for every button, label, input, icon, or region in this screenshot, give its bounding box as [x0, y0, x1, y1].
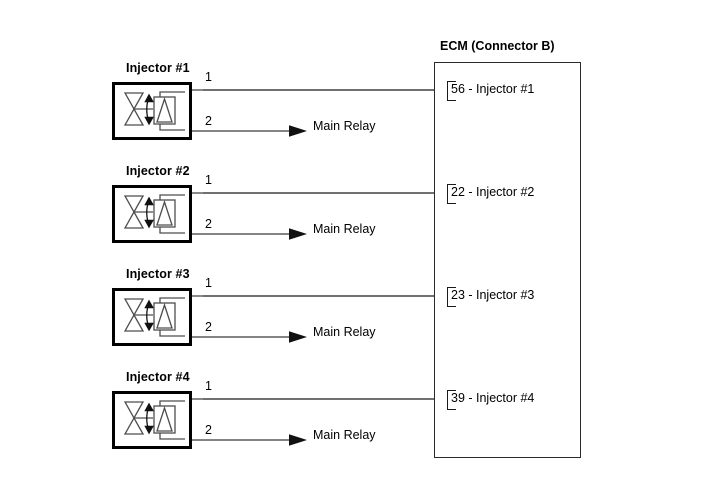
pin-bracket-icon [447, 287, 456, 307]
injector-3-relay-label: Main Relay [313, 325, 376, 339]
injector-title-4: Injector #4 [126, 370, 190, 384]
injector-4-relay-label: Main Relay [313, 428, 376, 442]
pin-bracket-icon [447, 184, 456, 204]
injector-title-1: Injector #1 [126, 61, 190, 75]
injector-2-relay-label: Main Relay [313, 222, 376, 236]
ecm-pin-23-label: 23 - Injector #3 [451, 288, 535, 302]
injector-3-pin1-label: 1 [205, 276, 212, 290]
injector-symbol-2 [123, 194, 185, 234]
ecm-pin-56-label: 56 - Injector #1 [451, 82, 535, 96]
ecm-connector-box [434, 62, 581, 458]
ecm-pin-39-label: 39 - Injector #4 [451, 391, 535, 405]
injector-symbol-1 [123, 91, 185, 131]
injector-title-3: Injector #3 [126, 267, 190, 281]
injector-3-wires [192, 295, 434, 343]
injector-1-wires [192, 89, 434, 137]
injector-box-3 [112, 288, 192, 346]
injector-box-1 [112, 82, 192, 140]
injector-4-wires [192, 398, 434, 446]
injector-title-2: Injector #2 [126, 164, 190, 178]
pin-bracket-icon [447, 81, 456, 101]
injector-3-pin2-label: 2 [205, 320, 212, 334]
injector-2-wires [192, 192, 434, 240]
injector-symbol-3 [123, 297, 185, 337]
injector-1-relay-label: Main Relay [313, 119, 376, 133]
injector-box-2 [112, 185, 192, 243]
injector-1-pin1-label: 1 [205, 70, 212, 84]
injector-box-4 [112, 391, 192, 449]
ecm-pin-22-label: 22 - Injector #2 [451, 185, 535, 199]
ecm-title: ECM (Connector B) [440, 39, 555, 53]
injector-1-pin2-label: 2 [205, 114, 212, 128]
injector-symbol-4 [123, 400, 185, 440]
injector-2-pin2-label: 2 [205, 217, 212, 231]
pin-bracket-icon [447, 390, 456, 410]
injector-group-2: Injector #2 1 2 Main Relay [0, 164, 434, 267]
injector-2-pin1-label: 1 [205, 173, 212, 187]
injector-group-1: Injector #1 1 2 Main Relay [0, 61, 434, 164]
injector-4-pin2-label: 2 [205, 423, 212, 437]
injector-group-3: Injector #3 1 2 Main Relay [0, 267, 434, 370]
injector-4-pin1-label: 1 [205, 379, 212, 393]
injector-group-4: Injector #4 1 2 Main Relay [0, 370, 434, 473]
